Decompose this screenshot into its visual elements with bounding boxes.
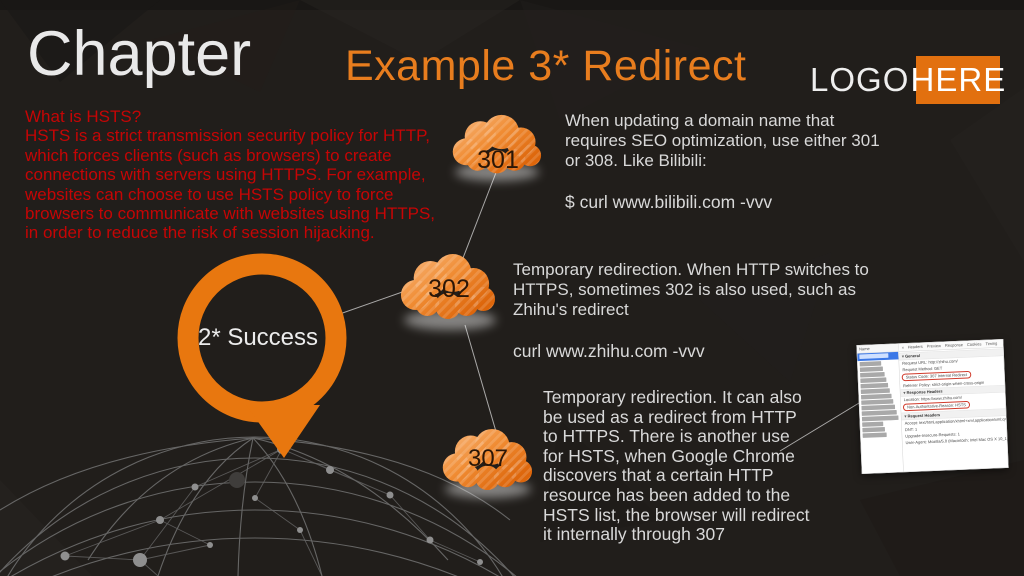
devtools-tab: Response <box>944 342 964 348</box>
note-301-command: $ curl www.bilibili.com -vvv <box>565 192 773 212</box>
devtools-request-row <box>862 421 884 427</box>
devtools-request-row <box>862 432 887 438</box>
logo-here-box: HERE <box>911 56 1005 104</box>
connector-lines <box>333 169 865 452</box>
devtools-request-row-selected <box>857 351 899 362</box>
note-302-command: curl www.zhihu.com -vvv <box>513 341 705 361</box>
devtools-request-row <box>861 415 899 422</box>
note-301: When updating a domain name that require… <box>565 111 925 212</box>
devtools-tab: Preview <box>926 343 942 349</box>
chapter-title: Chapter <box>27 19 252 89</box>
pin-label: 2* Success <box>198 324 318 351</box>
devtools-tab: Headers <box>907 344 923 350</box>
cloud-307: 307 <box>442 428 533 498</box>
devtools-tab: Cookies <box>966 341 982 347</box>
devtools-header-row: Non-Authoritative-Reason: HSTS <box>902 400 971 412</box>
note-307: Temporary redirection. It can also be us… <box>543 387 893 545</box>
devtools-close-icon: × <box>901 344 905 350</box>
cloud-301: 301 <box>452 114 542 181</box>
note-302-text: Temporary redirection. When HTTP switche… <box>513 260 869 319</box>
devtools-request-list: Name <box>856 343 904 474</box>
logo-text: LOGO <box>810 61 910 98</box>
devtools-tab: Timing <box>985 341 998 347</box>
note-302: Temporary redirection. When HTTP switche… <box>513 260 893 361</box>
success-pin: 2* Success <box>177 253 347 458</box>
devtools-header-row: Status Code: 307 Internal Redirect <box>901 370 972 382</box>
devtools-request-row <box>859 361 882 367</box>
cloud-301-label: 301 <box>477 146 519 174</box>
logo: LOGO HERE <box>810 56 1005 104</box>
slide-title: Example 3* Redirect <box>345 42 747 90</box>
hsts-definition-text: What is HSTS? HSTS is a strict transmiss… <box>25 107 436 243</box>
globe-nodes <box>60 444 483 567</box>
cloud-302-label: 302 <box>428 275 470 303</box>
cloud-307-label: 307 <box>468 445 508 472</box>
devtools-request-rows <box>857 351 902 438</box>
cloud-302: 302 <box>400 254 496 330</box>
note-301-text: When updating a domain name that require… <box>565 111 880 170</box>
note-307-text: Temporary redirection. It can also be us… <box>543 387 810 545</box>
